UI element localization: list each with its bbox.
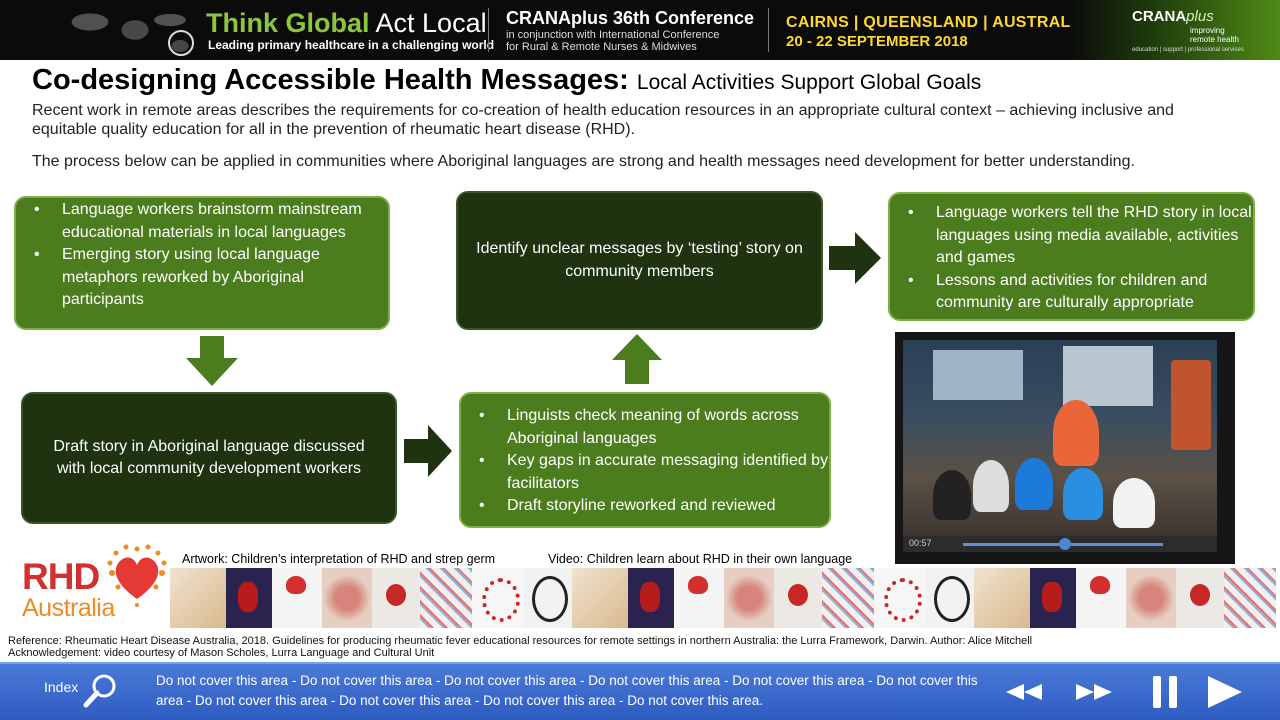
intro-paragraph-1: Recent work in remote areas describes th… [32, 101, 1242, 139]
video-child [1015, 458, 1053, 510]
artwork-tile [272, 568, 322, 628]
rhd-logo-australia: Australia [22, 594, 115, 623]
conference-subtitle-line2: for Rural & Remote Nurses & Midwives [506, 41, 697, 53]
title-subtitle: Local Activities Support Global Goals [637, 71, 981, 94]
artwork-tile [974, 568, 1030, 628]
title-main: Co-designing Accessible Health Messages: [32, 64, 629, 96]
artwork-tile [1076, 568, 1126, 628]
artwork-tile [420, 568, 472, 628]
index-label[interactable]: Index [44, 679, 78, 695]
artwork-tile [1030, 568, 1076, 628]
conference-banner: Think Global Act Local Leading primary h… [0, 0, 1280, 60]
reference-text: Reference: Rheumatic Heart Disease Austr… [8, 635, 1032, 647]
artwork-tile [1224, 568, 1276, 628]
play-icon[interactable] [1204, 674, 1244, 710]
arrow-right-icon [404, 425, 452, 477]
video-whiteboard [933, 350, 1023, 400]
rhd-logo-text: RHD [22, 556, 99, 598]
conference-location: CAIRNS | QUEENSLAND | AUSTRALIA [786, 14, 1087, 32]
bottom-control-bar: Index Do not cover this area - Do not co… [0, 662, 1280, 720]
process-bullet: Language workers tell the RHD story in l… [936, 202, 1253, 270]
process-bullet: Emerging story using local language meta… [62, 244, 388, 312]
artwork-tile [226, 568, 272, 628]
arrow-up-icon [612, 334, 662, 384]
artwork-tile [874, 568, 926, 628]
page-title: Co-designing Accessible Health Messages:… [32, 64, 981, 97]
acknowledgement-text: Acknowledgement: video courtesy of Mason… [8, 647, 434, 659]
video-teacher [1053, 400, 1099, 466]
artwork-caption: Artwork: Children’s interpretation of RH… [182, 552, 495, 566]
artwork-tile [674, 568, 724, 628]
banner-tagline: Leading primary healthcare in a challeng… [208, 38, 494, 52]
artwork-tile [472, 568, 524, 628]
process-box-tell-story: Language workers tell the RHD story in l… [888, 192, 1255, 321]
video-play-knob[interactable] [1059, 538, 1071, 550]
rewind-icon[interactable] [1004, 682, 1044, 702]
video-frame [903, 340, 1217, 536]
process-bullet: Language workers brainstorm mainstream e… [62, 199, 388, 244]
cranaplus-logo: CRANAplus [1132, 8, 1214, 25]
conference-dates: 20 - 22 SEPTEMBER 2018 [786, 33, 968, 50]
artwork-tile [322, 568, 372, 628]
process-bullet: Draft storyline reworked and reviewed [507, 495, 829, 518]
fast-forward-icon[interactable] [1074, 682, 1114, 702]
video-child [973, 460, 1009, 512]
video-child [1063, 468, 1103, 520]
artwork-tile [524, 568, 572, 628]
artwork-tile [628, 568, 674, 628]
intro-paragraph-2: The process below can be applied in comm… [32, 152, 1242, 171]
pause-icon[interactable] [1150, 674, 1180, 710]
video-child [933, 470, 971, 520]
artwork-tile [1176, 568, 1224, 628]
process-bullet: Key gaps in accurate messaging identifie… [507, 450, 829, 495]
globe-icon [168, 30, 194, 56]
cranaplus-services: education | support | professional servi… [1132, 47, 1244, 53]
banner-slogan: Think Global Act Local [206, 8, 487, 39]
conference-subtitle-line1: in conjunction with International Confer… [506, 29, 719, 41]
artwork-tile [1126, 568, 1176, 628]
video-child [1113, 478, 1155, 528]
artwork-tile [822, 568, 874, 628]
process-text: Draft story in Aboriginal language discu… [37, 436, 381, 481]
artwork-tile [926, 568, 974, 628]
process-text: Identify unclear messages by ‘testing’ s… [474, 238, 805, 283]
artwork-tile [572, 568, 628, 628]
video-controls[interactable]: 00:57 [903, 536, 1217, 552]
process-bullet: Linguists check meaning of words across … [507, 405, 829, 450]
conference-name: CRANAplus 36th Conference [506, 8, 754, 29]
artwork-tile [372, 568, 420, 628]
banner-divider [768, 8, 769, 52]
magnifier-icon[interactable] [80, 672, 120, 710]
video-player[interactable]: 00:57 [895, 332, 1235, 564]
video-chairs [1171, 360, 1211, 450]
process-box-brainstorm: Language workers brainstorm mainstream e… [14, 196, 390, 330]
banner-divider [488, 8, 489, 52]
artwork-tile [774, 568, 822, 628]
video-screen [1063, 346, 1153, 406]
video-timestamp: 00:57 [909, 538, 932, 548]
arrow-right-icon [829, 232, 881, 284]
artwork-strip [170, 568, 1254, 628]
process-box-linguists: Linguists check meaning of words across … [459, 392, 831, 528]
cranaplus-tagline: improving remote health [1190, 26, 1250, 44]
arrow-down-icon [186, 336, 238, 386]
process-box-draft-story: Draft story in Aboriginal language discu… [21, 392, 397, 524]
artwork-tile [724, 568, 774, 628]
process-bullet: Lessons and activities for children and … [936, 270, 1253, 315]
video-caption: Video: Children learn about RHD in their… [548, 552, 852, 566]
artwork-tile [170, 568, 226, 628]
process-box-testing: Identify unclear messages by ‘testing’ s… [456, 191, 823, 330]
do-not-cover-notice: Do not cover this area - Do not cover th… [156, 671, 986, 711]
